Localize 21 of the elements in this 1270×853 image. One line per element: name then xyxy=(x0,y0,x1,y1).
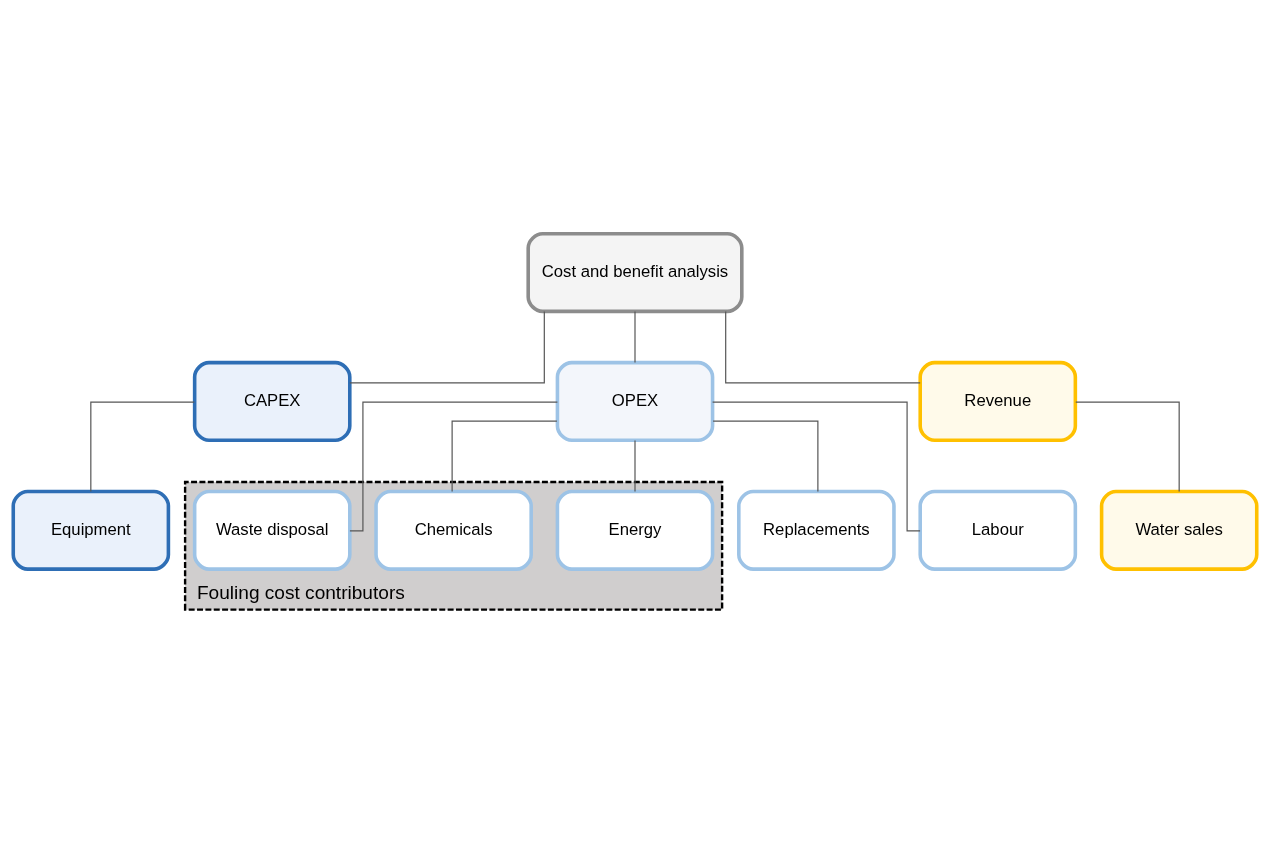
node-box: Chemicals xyxy=(374,489,533,571)
node-box: CAPEX xyxy=(192,360,352,442)
node-box: Cost and benefit analysis xyxy=(526,232,744,314)
node-box: Energy xyxy=(555,489,715,571)
node-box: Labour xyxy=(918,489,1078,571)
connector xyxy=(1075,401,1180,493)
connector xyxy=(349,310,545,384)
node-box: OPEX xyxy=(555,360,715,442)
connector xyxy=(634,439,636,493)
node-box: Equipment xyxy=(11,489,171,571)
node-box: Waste disposal xyxy=(192,489,352,571)
connector xyxy=(90,401,195,493)
connector xyxy=(712,420,819,493)
node-box: Water sales xyxy=(1099,489,1259,571)
connector xyxy=(712,401,921,532)
connector xyxy=(725,310,921,384)
node-box: Revenue xyxy=(918,360,1078,442)
connector xyxy=(451,420,558,493)
node-box: Replacements xyxy=(737,489,896,571)
connector xyxy=(349,401,558,532)
connector xyxy=(634,311,636,364)
